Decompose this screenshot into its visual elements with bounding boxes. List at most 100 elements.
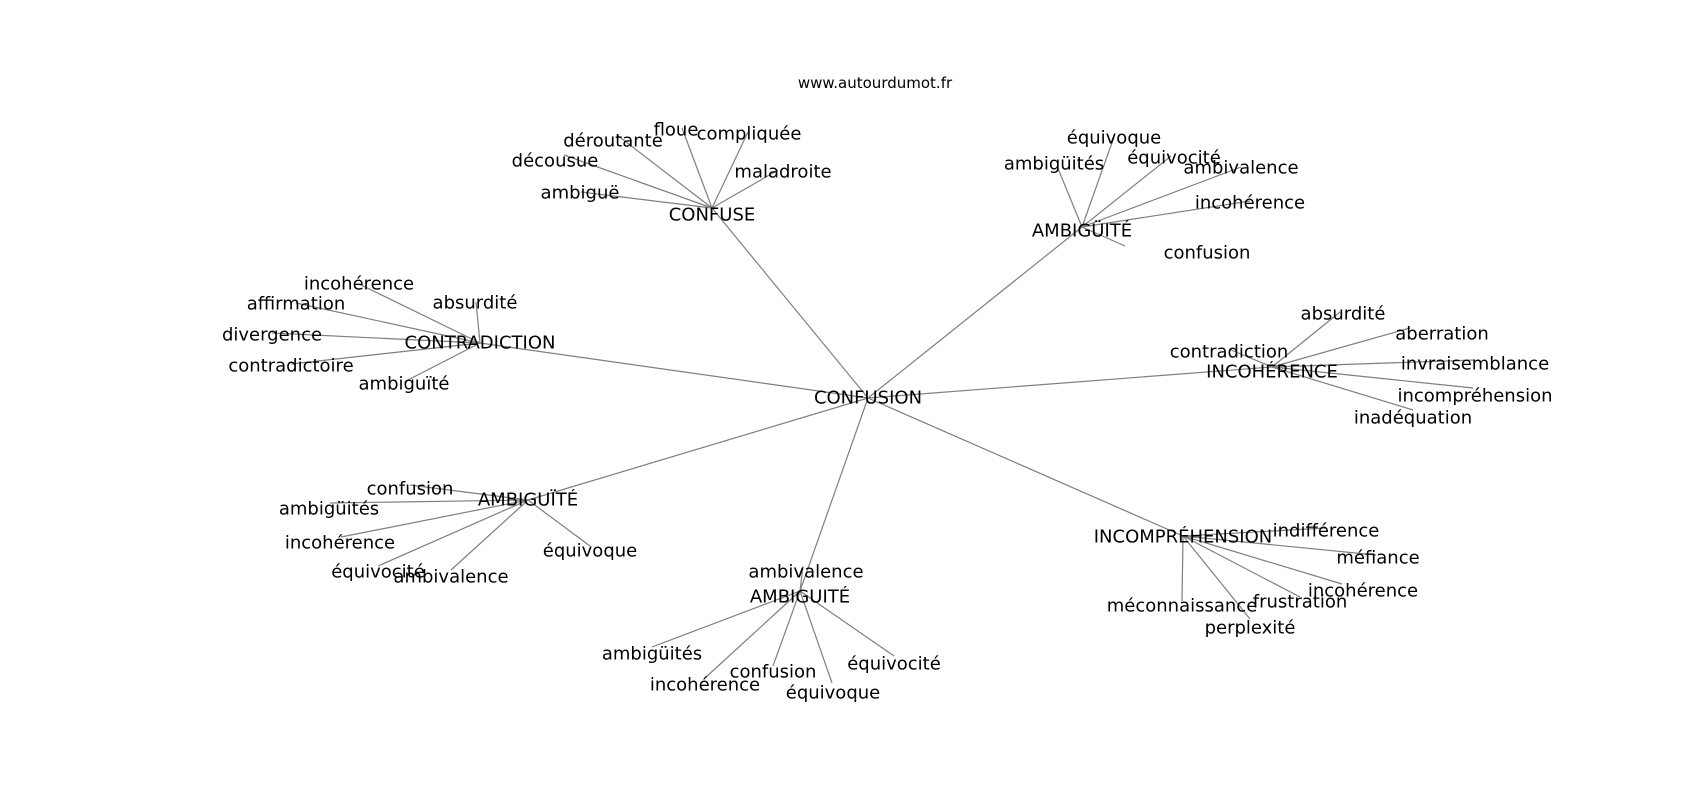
edge-hub-to-leaf [271, 332, 481, 344]
leaf-node: affirmation [247, 294, 346, 315]
edge-hub-to-leaf [1081, 166, 1242, 228]
leaf-node: équivoque [543, 541, 637, 562]
leaf-node: équivoque [1067, 128, 1161, 149]
leaf-node: contradictoire [228, 356, 353, 377]
edge-hub-to-leaf [704, 590, 801, 679]
leaf-node: équivoque [786, 683, 880, 704]
edge-hub-to-leaf [358, 283, 481, 344]
hub-node: AMBIGÜITÉ [1032, 220, 1132, 242]
edge-hub-to-leaf [1182, 535, 1251, 620]
hub-node: INCOHÉRENCE [1206, 361, 1338, 383]
leaf-node: confusion [730, 662, 817, 683]
edge-hub-to-leaf [799, 590, 833, 684]
leaf-node: méconnaissance [1107, 596, 1258, 617]
leaf-node: ambigüités [279, 499, 379, 520]
edge-hub-to-leaf [1182, 535, 1343, 585]
edge-hub-to-leaf [1182, 527, 1327, 537]
leaf-node: aberration [1395, 324, 1489, 345]
edge-root-to-hub [799, 397, 869, 592]
site-url: www.autourdumot.fr [798, 74, 953, 92]
leaf-node: maladroite [734, 162, 831, 183]
edge-hub-to-leaf [1182, 535, 1377, 556]
leaf-node: ambivalence [748, 562, 863, 583]
edge-hub-to-leaf [1182, 535, 1301, 598]
edge-hub-to-leaf [651, 590, 801, 648]
leaf-node: ambiguïté [359, 374, 450, 395]
leaf-node: équivocité [847, 654, 941, 675]
leaf-node: floue [654, 120, 699, 141]
edge-hub-to-leaf [475, 301, 481, 344]
leaf-node: déroutante [563, 131, 663, 152]
root-node: CONFUSION [814, 388, 922, 409]
edges-layer [271, 127, 1476, 684]
leaf-node: ambigüités [1004, 154, 1104, 175]
leaf-node: incompréhension [1397, 386, 1552, 407]
edge-hub-to-leaf [1081, 155, 1172, 228]
edge-root-to-hub [867, 366, 1273, 399]
hub-node: CONFUSE [669, 205, 756, 226]
leaf-node: contradiction [1170, 342, 1289, 363]
leaf-node: incohérence [1195, 193, 1305, 214]
edge-hub-to-leaf [1081, 136, 1115, 228]
edge-hub-to-leaf [1056, 165, 1083, 228]
edge-hub-to-leaf [1271, 359, 1476, 368]
leaf-node: ambivalence [393, 567, 508, 588]
edge-hub-to-leaf [1081, 200, 1251, 228]
leaf-node: incohérence [1308, 581, 1418, 602]
edge-hub-to-leaf [527, 499, 591, 547]
leaf-node: méfiance [1336, 548, 1419, 569]
edge-hub-to-leaf [340, 499, 529, 538]
edge-hub-to-leaf [799, 565, 804, 592]
edge-hub-to-leaf [1271, 366, 1414, 411]
leaf-node: frustration [1253, 592, 1348, 613]
edge-hub-to-leaf [1230, 349, 1273, 368]
edge-hub-to-leaf [711, 169, 779, 209]
edge-root-to-hub [867, 397, 1184, 537]
leaf-node: indifférence [1273, 521, 1380, 542]
leaf-node: absurdité [433, 293, 518, 314]
edge-hub-to-leaf [1081, 226, 1126, 247]
edge-hub-to-leaf [772, 590, 801, 667]
leaf-node: confusion [1164, 243, 1251, 264]
edge-hub-to-leaf [290, 342, 481, 365]
edge-hub-to-leaf [403, 342, 481, 383]
leaf-node: équivocité [1127, 148, 1221, 169]
edge-hub-to-leaf [1271, 311, 1341, 368]
edge-hub-to-leaf [295, 302, 481, 344]
leaf-node: confusion [367, 479, 454, 500]
edge-hub-to-leaf [409, 484, 529, 501]
edge-hub-to-leaf [1271, 366, 1474, 389]
leaf-node: incohérence [650, 675, 760, 696]
hub-node: AMBIGUITÉ [750, 586, 850, 608]
hub-node: INCOMPRÉHENSION [1094, 526, 1273, 548]
leaf-node: perplexité [1205, 618, 1296, 639]
leaf-node: absurdité [1301, 304, 1386, 325]
leaf-node: incohérence [304, 274, 414, 295]
leaf-node: inadéquation [1354, 408, 1472, 429]
edge-root-to-hub [867, 226, 1083, 399]
edge-hub-to-leaf [450, 499, 529, 571]
leaf-node: ambigüités [602, 644, 702, 665]
leaf-node: ambiguë [541, 183, 620, 204]
edge-hub-to-leaf [681, 127, 713, 209]
edge-root-to-hub [479, 342, 869, 399]
leaf-node: ambivalence [1183, 158, 1298, 179]
leaf-node: décousue [512, 151, 599, 172]
hub-node: CONTRADICTION [405, 333, 556, 354]
edge-hub-to-leaf [616, 134, 713, 209]
edge-hub-to-leaf [377, 499, 529, 567]
leaf-node: incohérence [285, 533, 395, 554]
edge-root-to-hub [527, 397, 869, 501]
leaf-node: divergence [222, 325, 322, 346]
edge-root-to-hub [711, 207, 869, 399]
leaf-node: compliquée [697, 124, 802, 145]
edge-hub-to-leaf [799, 590, 895, 657]
edge-hub-to-leaf [329, 499, 529, 504]
hub-node: AMBIGUÏTÉ [478, 489, 578, 511]
edge-hub-to-leaf [563, 154, 713, 209]
leaf-node: invraisemblance [1401, 354, 1549, 375]
edge-hub-to-leaf [711, 131, 749, 209]
